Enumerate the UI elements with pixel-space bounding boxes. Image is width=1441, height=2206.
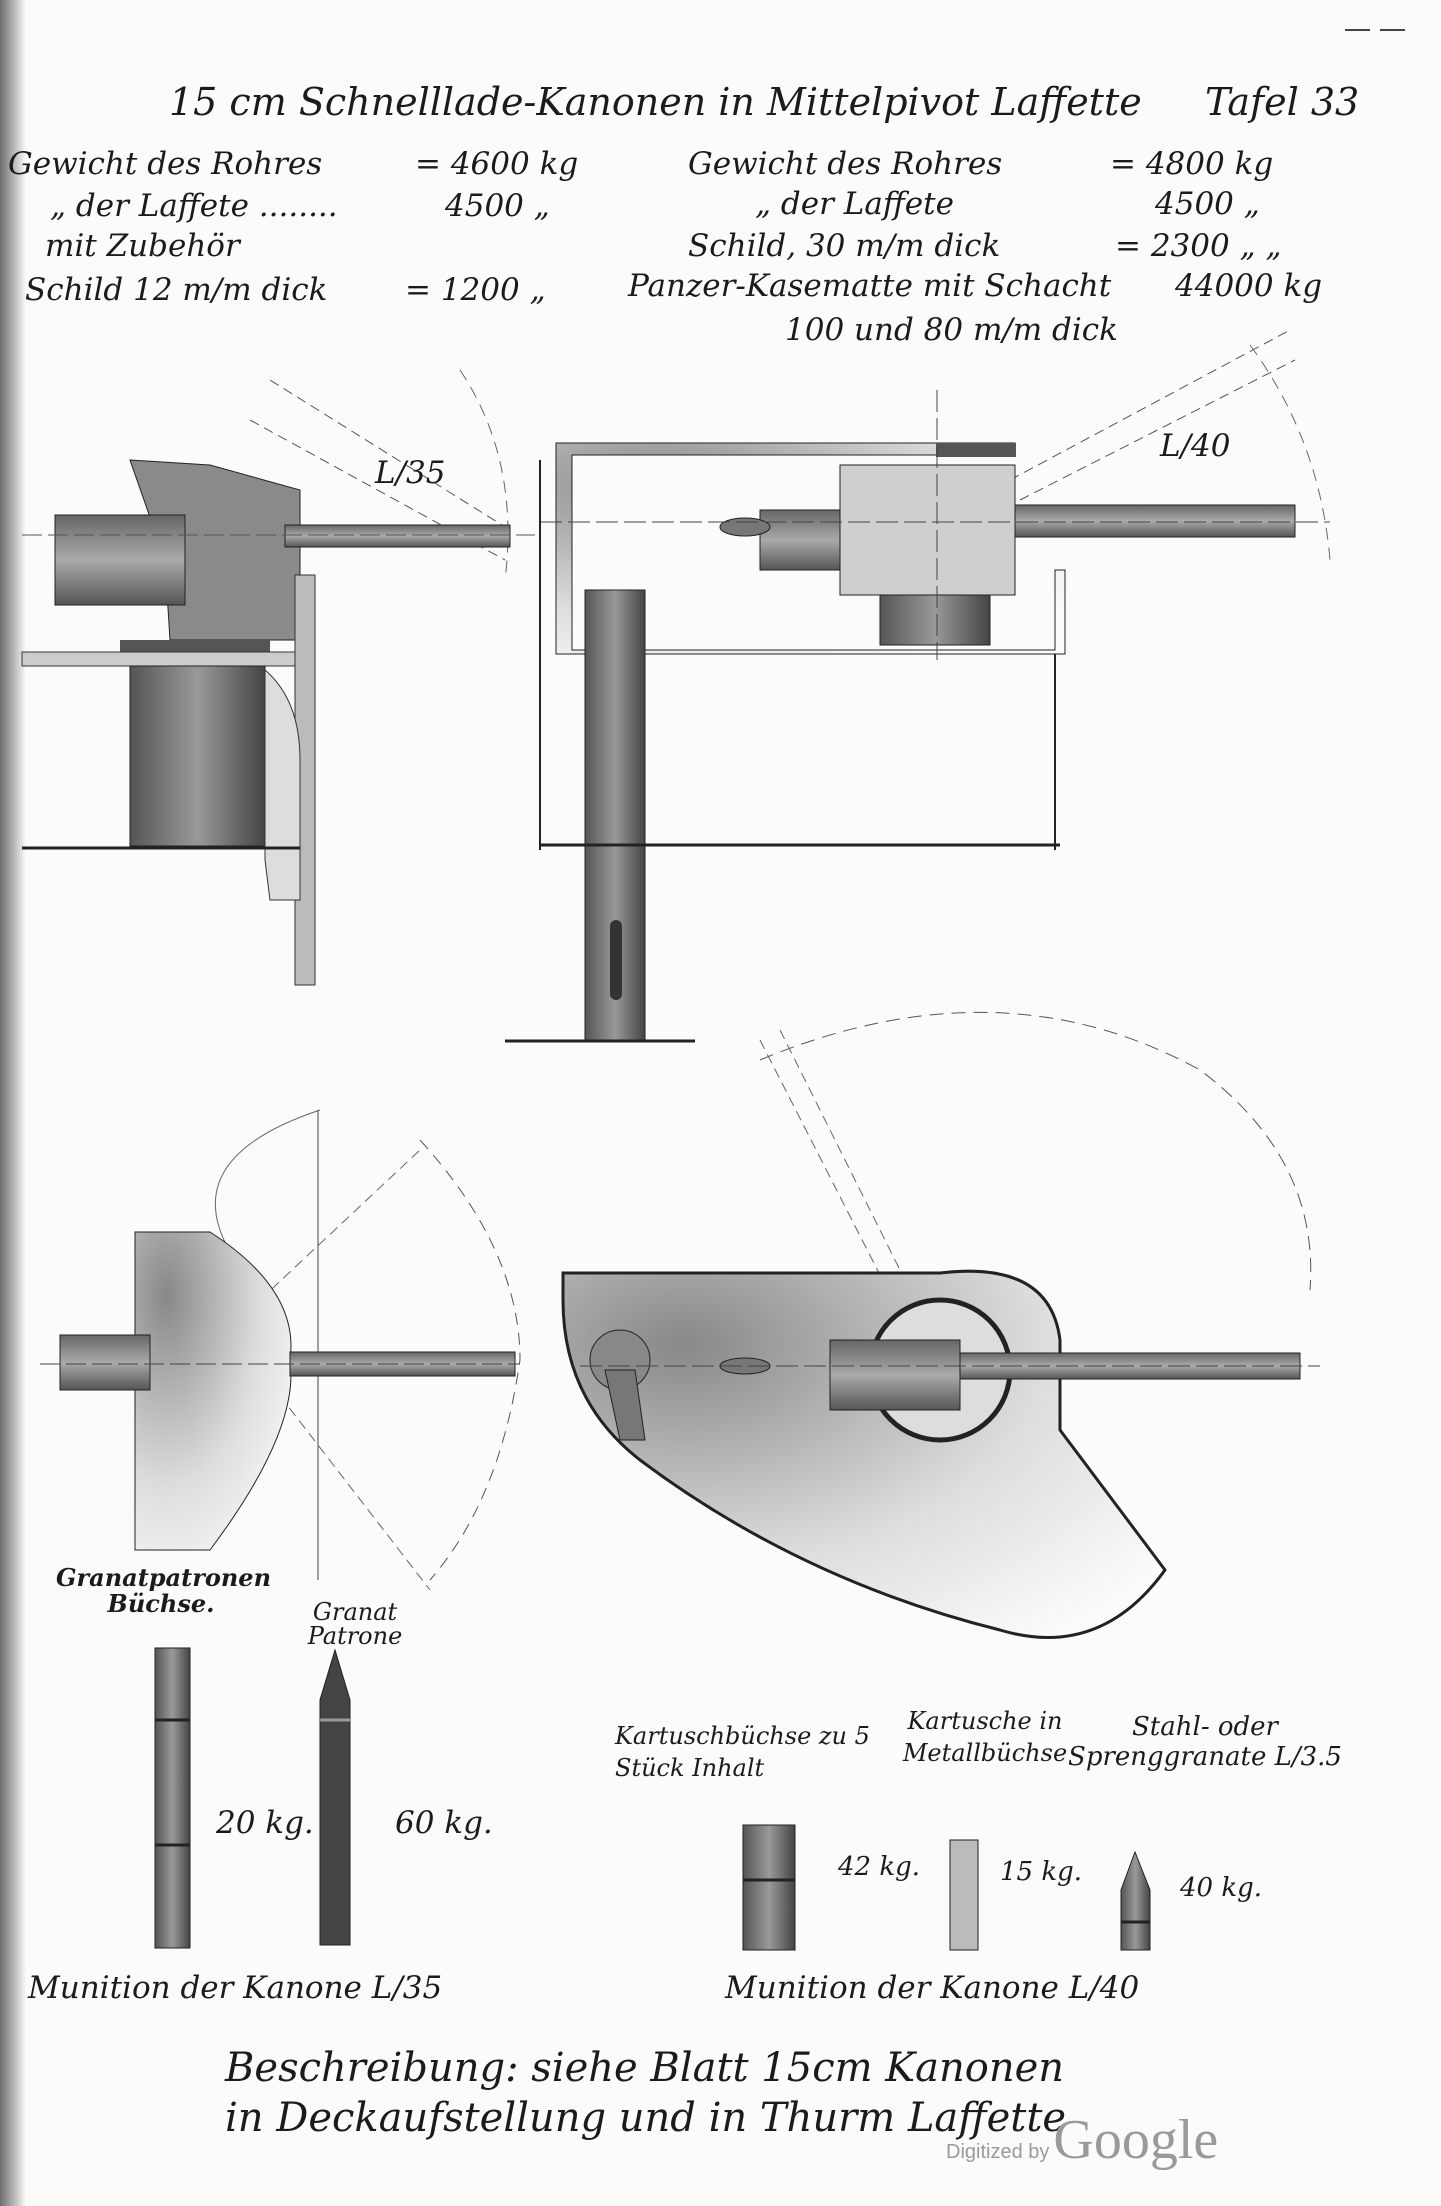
ammo-weight: 42 kg. <box>838 1852 921 1882</box>
description-line-2: in Deckaufstellung und in Thurm Laffette <box>225 2095 1067 2141</box>
caliber-label-l35: L/35 <box>375 455 446 491</box>
granate-drawing <box>1120 1850 1151 1951</box>
google-watermark: Digitized by Google <box>946 2108 1218 2172</box>
kartuschbuechse-drawing <box>742 1824 796 1951</box>
ammo-label: Granat Patrone <box>307 1598 403 1650</box>
right-spec-label: 100 und 80 m/m dick <box>785 312 1118 348</box>
ammo-weight: 20 kg. <box>216 1805 314 1841</box>
watermark-prefix: Digitized by <box>946 2141 1050 2163</box>
left-spec-value: 4500 „ <box>445 188 550 224</box>
ammo-label: Kartuschbüchse zu 5 Stück Inhalt <box>615 1722 870 1782</box>
granat-patrone-drawing <box>319 1648 351 1946</box>
right-spec-label: Schild, 30 m/m dick <box>688 228 1001 264</box>
right-spec-value: 44000 kg <box>1175 268 1323 304</box>
left-spec-label: Gewicht des Rohres <box>8 146 323 182</box>
left-spec-label: mit Zubehör <box>45 228 240 264</box>
left-spec-label: Schild 12 m/m dick <box>25 272 328 308</box>
right-spec-label: „ der Laffete <box>755 186 954 222</box>
ammo-caption-l40: Munition der Kanone L/40 <box>725 1970 1140 2006</box>
ammo-label: Stahl- oder Sprenggranate L/3.5 <box>1068 1712 1342 1772</box>
page-title: 15 cm Schnelllade-Kanonen in Mittelpivot… <box>169 80 1142 124</box>
plate-number: Tafel 33 <box>1205 80 1360 124</box>
description-line-1: Beschreibung: siehe Blatt 15cm Kanonen <box>225 2045 1065 2091</box>
scan-page-edge-shadow <box>0 0 26 2206</box>
left-spec-value: = 1200 „ <box>405 272 546 308</box>
right-spec-value: = 2300 „ „ <box>1115 228 1282 264</box>
right-spec-label: Panzer-Kasematte mit Schacht <box>628 268 1112 304</box>
ammo-weight: 40 kg. <box>1180 1873 1263 1903</box>
left-spec-value: = 4600 kg <box>415 146 579 182</box>
gun-l40-casemate-side-view <box>505 329 1331 1043</box>
caliber-label-l40: L/40 <box>1160 428 1231 464</box>
right-spec-value: = 4800 kg <box>1110 146 1274 182</box>
ammo-l35-drawings <box>154 1647 351 1949</box>
ammo-l40-drawings <box>742 1824 1151 1951</box>
gun-l40-casemate-plan-view <box>561 1011 1320 1639</box>
left-spec-label: „ der Laffete ........ <box>50 188 338 224</box>
granatpatronen-buechse-drawing <box>154 1647 191 1949</box>
gun-l35-plan-view <box>40 1109 521 1591</box>
ammo-label: Granatpatronen Büchse. <box>56 1563 272 1618</box>
right-spec-label: Gewicht des Rohres <box>688 146 1003 182</box>
ammo-weight: 60 kg. <box>395 1805 493 1841</box>
ammo-caption-l35: Munition der Kanone L/35 <box>28 1970 443 2006</box>
ammo-weight: 15 kg. <box>1000 1857 1083 1887</box>
watermark-brand: Google <box>1053 2109 1219 2171</box>
gun-l35-side-view <box>21 369 535 986</box>
ammo-label: Kartusche in Metallbüchse <box>902 1707 1068 1767</box>
kartusche-drawing <box>949 1839 979 1951</box>
right-spec-value: 4500 „ <box>1155 186 1260 222</box>
